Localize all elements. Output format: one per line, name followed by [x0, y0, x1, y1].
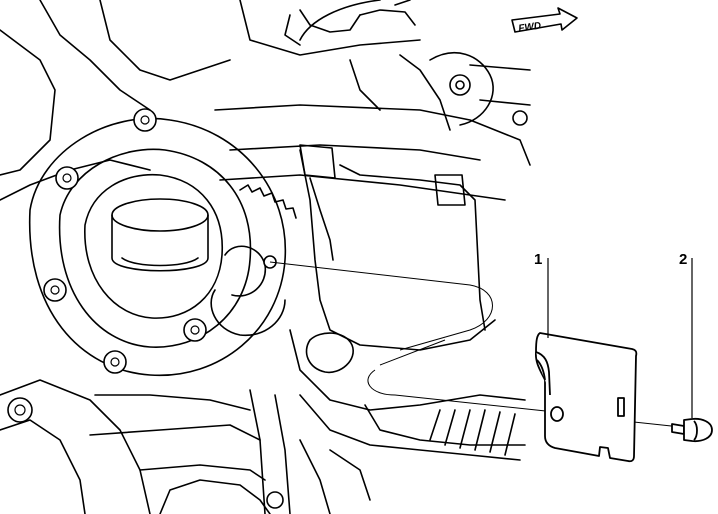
flange-bolts	[7, 108, 277, 423]
bolt	[55, 166, 79, 190]
engine-block	[0, 0, 531, 514]
fwd-label: FWD	[518, 21, 542, 35]
bolt	[183, 318, 207, 342]
bolt	[103, 350, 127, 374]
callout-2: 2	[679, 251, 687, 268]
callout-1: 1	[534, 251, 542, 268]
bolt	[43, 278, 67, 302]
leader-lines	[547, 258, 693, 418]
bolt	[7, 397, 33, 423]
bolt-part-2	[671, 417, 713, 443]
forward-direction-arrow: FWD	[511, 7, 578, 35]
cover-plate-part-1	[534, 332, 638, 463]
bolt	[133, 108, 157, 132]
